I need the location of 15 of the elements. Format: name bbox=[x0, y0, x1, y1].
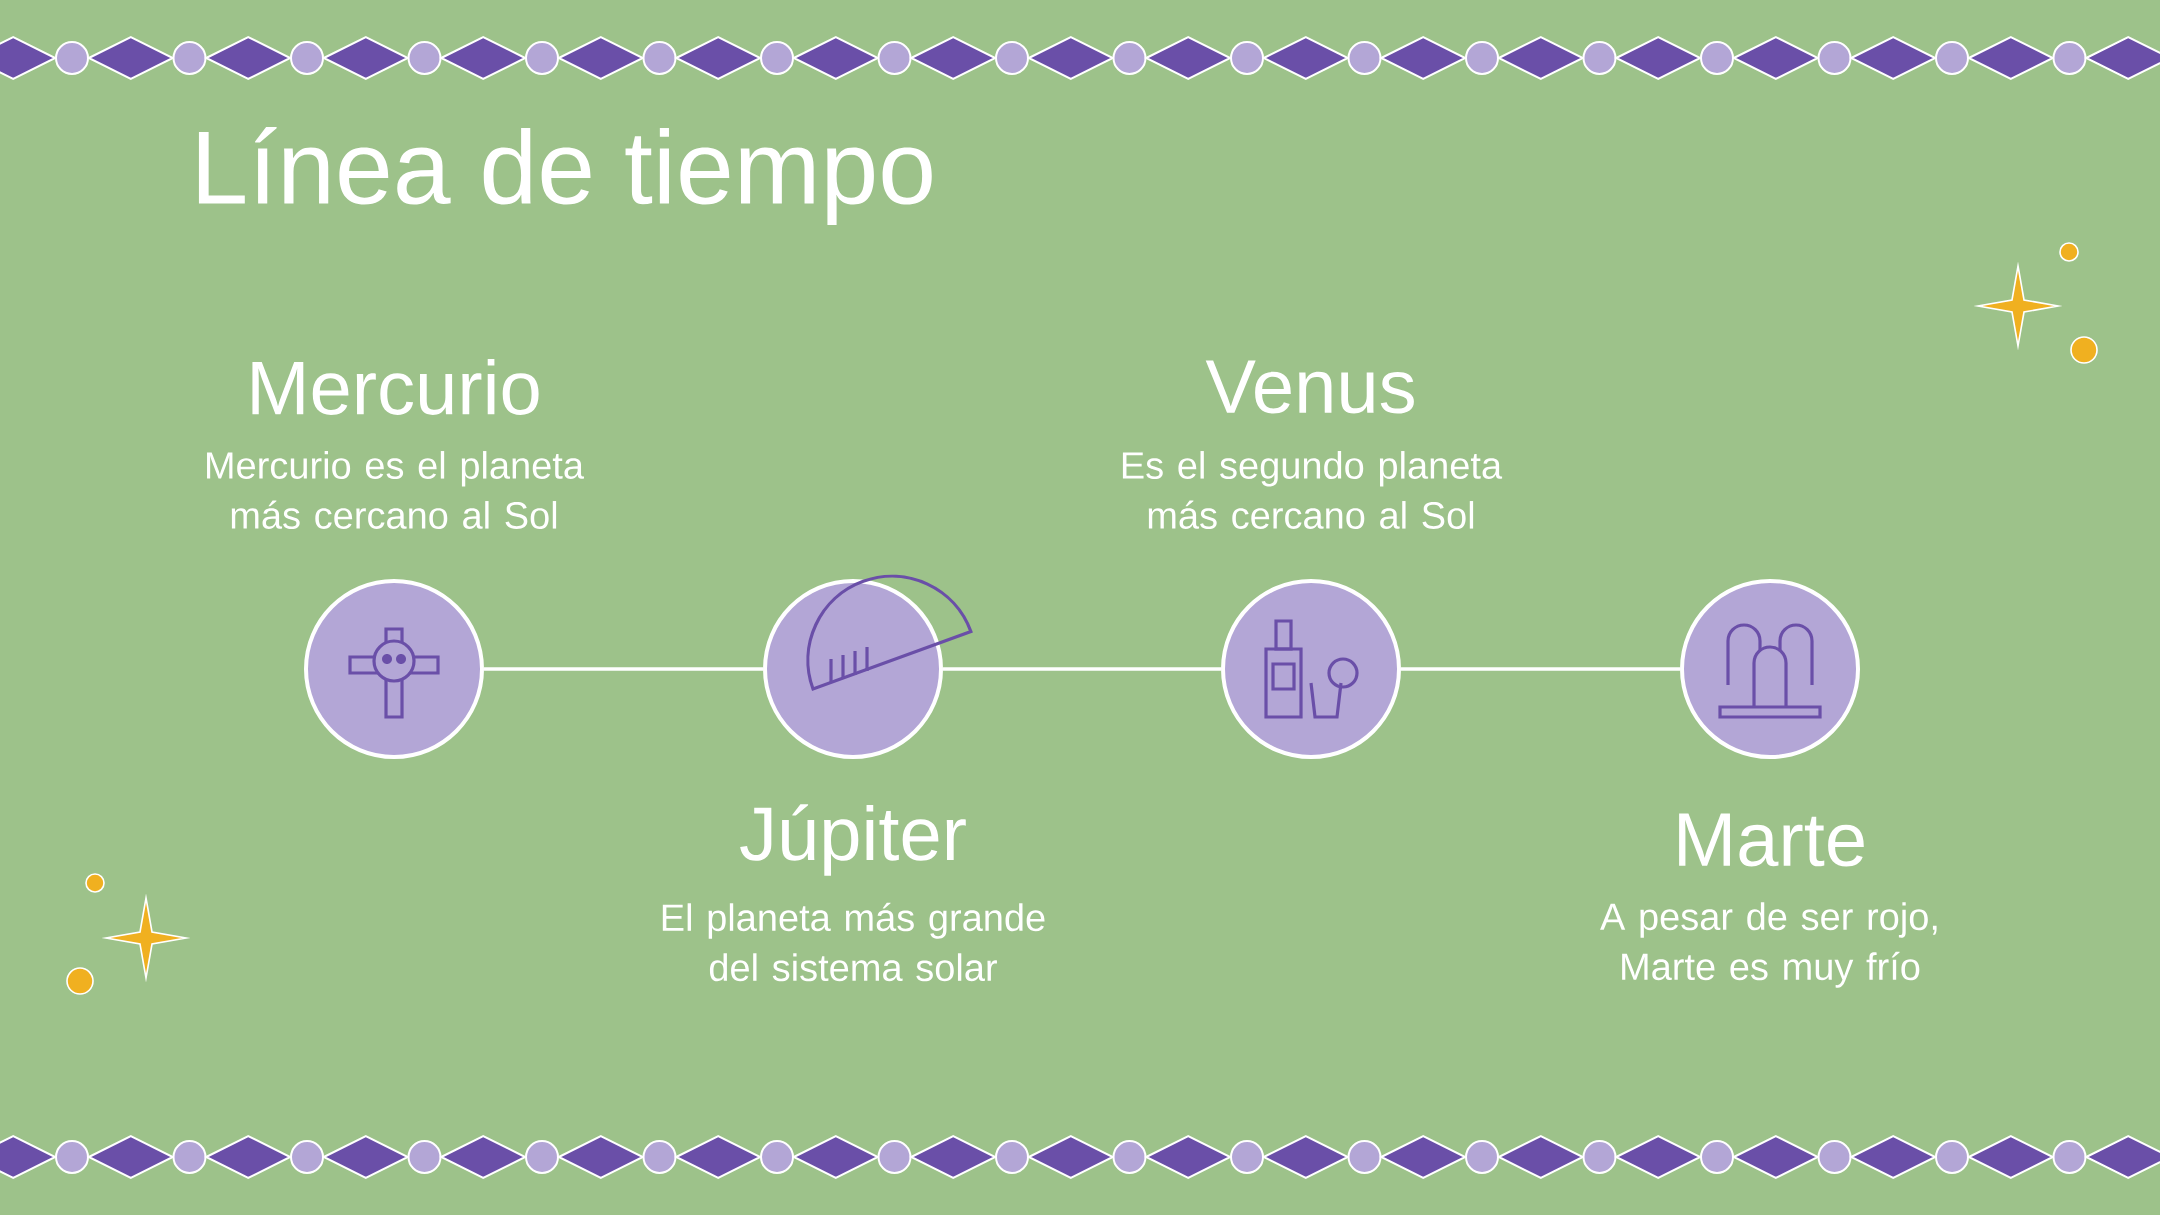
connector-line bbox=[943, 667, 1221, 671]
connector-line bbox=[1401, 667, 1680, 671]
planet-heading: Mercurio bbox=[252, 359, 539, 415]
planet-heading: Venus bbox=[1205, 360, 1414, 414]
description-text: A pesar de ser rojo, Marte es muy frío bbox=[1600, 902, 1937, 988]
icon-circle bbox=[1221, 579, 1401, 759]
description-text: Es el segundo planeta más cercano al Sol bbox=[1122, 451, 1503, 529]
icon-circle bbox=[304, 579, 484, 759]
planet-heading: Marte bbox=[1679, 813, 1864, 867]
icon-circle bbox=[763, 579, 943, 759]
slide-title: Línea de tiempo bbox=[198, 126, 932, 226]
description-text: Mercurio es el planeta más cercano al Sol bbox=[207, 451, 584, 529]
description-text: El planeta más grande del sistema solar bbox=[662, 902, 1045, 982]
connector-line bbox=[484, 667, 763, 671]
planet-heading: Júpiter bbox=[740, 804, 966, 876]
